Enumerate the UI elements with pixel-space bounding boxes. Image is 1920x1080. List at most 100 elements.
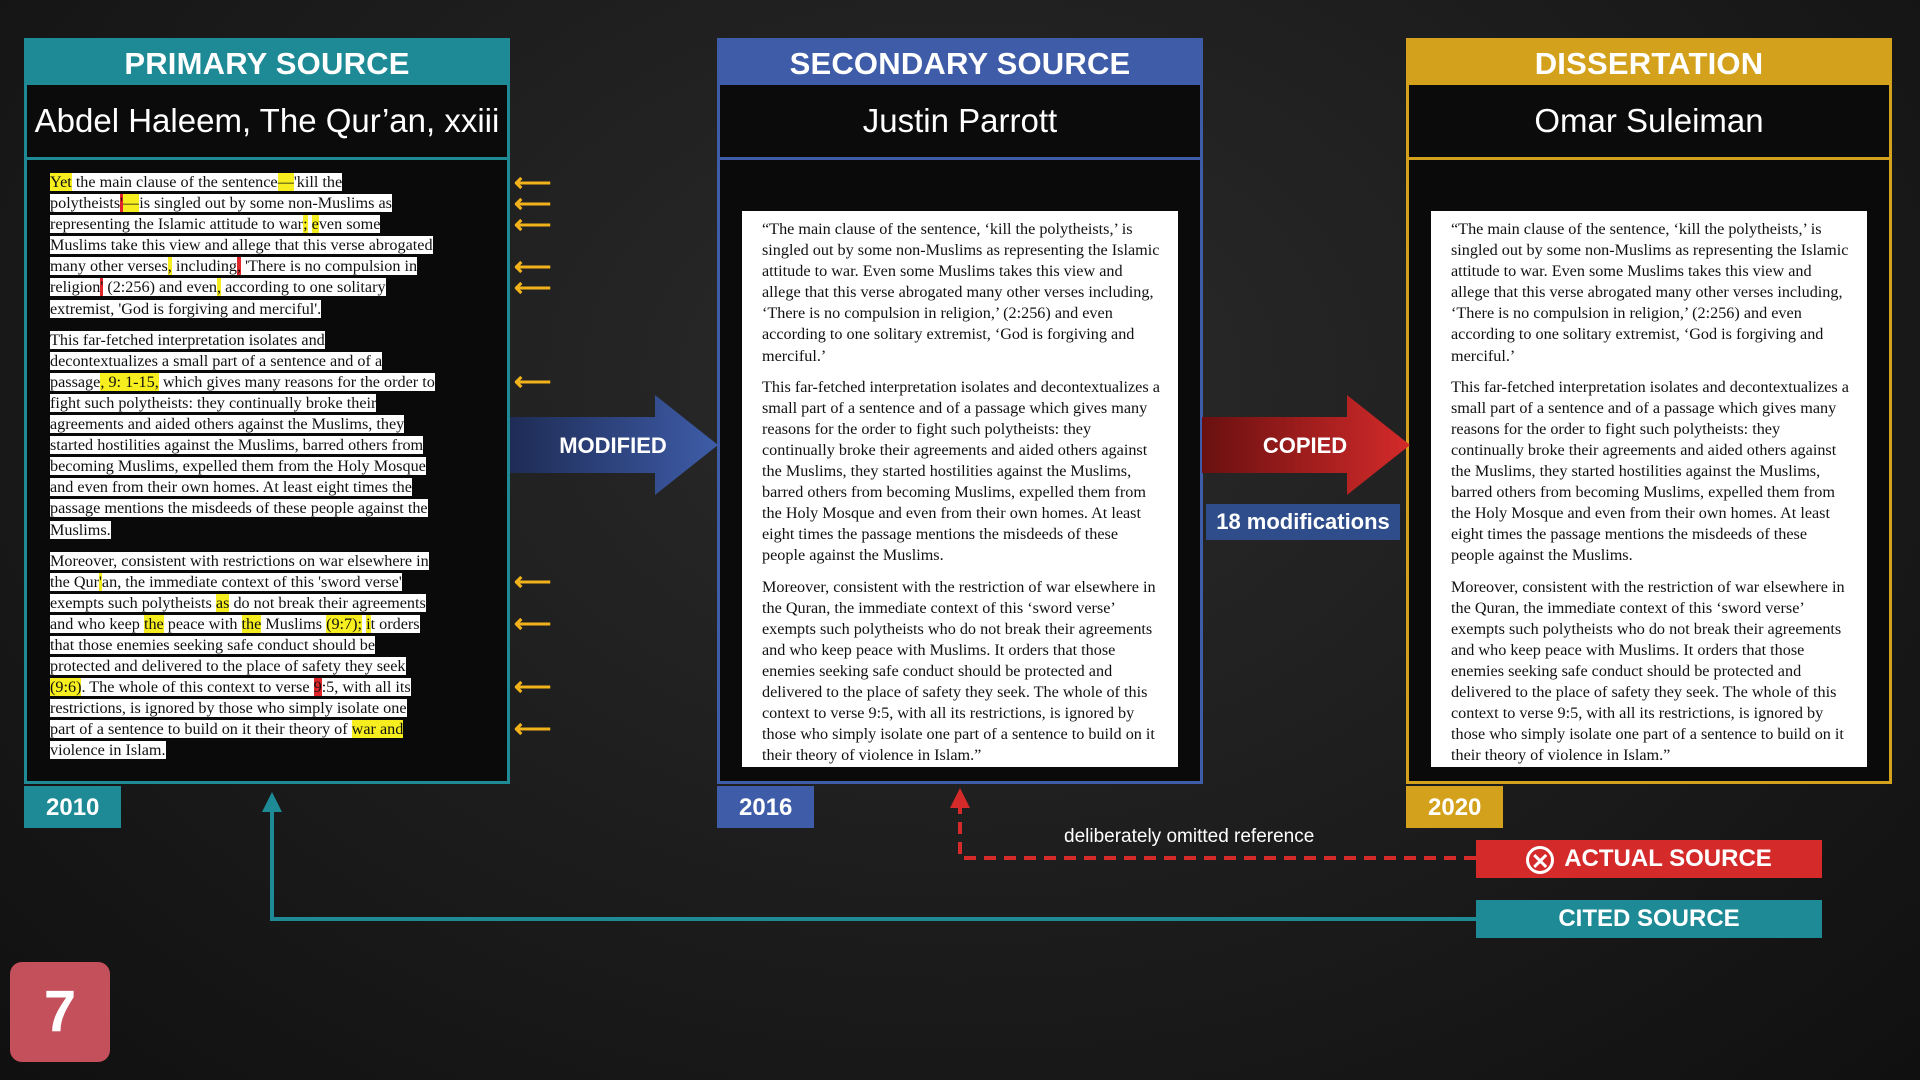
change-marker-arrow-icon: ⟵ [514, 209, 552, 239]
text-line: Moreover, consistent with restrictions o… [50, 551, 490, 572]
copied-label: COPIED [1262, 433, 1348, 458]
text-segment: . The whole of this context to verse [81, 678, 314, 697]
primary-source-text: Yet the main clause of the sentence—'kil… [50, 172, 490, 772]
change-marker-arrow-icon: ⟵ [514, 188, 552, 218]
text-line: passage, 9: 1-15, which gives many reaso… [50, 372, 490, 393]
highlighted-change: the [241, 614, 262, 633]
text-segment: passage mentions the misdeeds of these p… [50, 499, 428, 518]
text-segment: Moreover, consistent with restrictions o… [50, 551, 429, 570]
paragraph: Moreover, consistent with restrictions o… [50, 551, 490, 762]
secondary-source-header: SECONDARY SOURCE [720, 41, 1200, 85]
change-marker-arrow-icon: ⟵ [514, 713, 552, 743]
text-segment: exempts such polytheists [50, 593, 216, 612]
text-line: becoming Muslims, expelled them from the… [50, 456, 490, 477]
text-segment: an, the immediate context of this 'sword… [101, 572, 402, 591]
change-marker-arrow-icon: ⟵ [514, 671, 552, 701]
paragraph: This far-fetched interpretation isolates… [50, 330, 490, 541]
text-segment: passage [50, 372, 101, 391]
text-segment: extremist, 'God is forgiving and mercifu… [50, 299, 322, 318]
text-segment: part of a sentence to build on it their … [50, 720, 352, 739]
text-segment: polytheists [50, 194, 121, 213]
text-line: that those enemies seeking safe conduct … [50, 635, 490, 656]
text-line: exempts such polytheists as do not break… [50, 593, 490, 614]
highlighted-change: , 9: 1-15, [100, 372, 159, 391]
text-line: fight such polytheists: they continually… [50, 393, 490, 414]
text-segment: becoming Muslims, expelled them from the… [50, 457, 426, 476]
text-segment: which gives many reasons for the order t… [158, 372, 435, 391]
highlighted-change: as [215, 593, 230, 612]
slide-number-badge: 7 [10, 962, 110, 1062]
modified-arrow-icon [510, 395, 718, 495]
text-segment: including [171, 257, 238, 276]
primary-source-year: 2010 [24, 786, 122, 828]
change-marker-arrow-icon: ⟵ [514, 251, 552, 281]
paragraph: This far-fetched interpretation isolates… [1451, 377, 1849, 565]
text-line: the Qur'an, the immediate context of thi… [50, 572, 490, 593]
text-segment: decontextualizes a small part of a sente… [50, 351, 383, 370]
text-segment: protected and delivered to the place of … [50, 657, 406, 676]
text-segment: Muslims take this view and allege that t… [50, 236, 433, 255]
highlighted-change: the [143, 614, 164, 633]
change-marker-arrow-icon: ⟵ [514, 167, 552, 197]
text-line: Yet the main clause of the sentence—'kil… [50, 172, 490, 193]
cross-circle-icon: ✕ [1526, 845, 1555, 874]
dissertation-text: “The main clause of the sentence, ‘kill … [1431, 211, 1867, 767]
text-segment: Muslims. [50, 520, 111, 539]
text-line: Muslims. [50, 520, 490, 541]
text-line: started hostilities against the Muslims,… [50, 435, 490, 456]
text-segment: fight such polytheists: they continually… [50, 393, 377, 412]
text-line: (9:6). The whole of this context to vers… [50, 677, 490, 698]
text-line: Muslims take this view and allege that t… [50, 235, 490, 256]
highlighted-change: , [217, 278, 222, 297]
highlighted-change: e [311, 215, 319, 234]
change-marker-arrow-icon: ⟵ [514, 272, 552, 302]
text-line: and even from their own homes. At least … [50, 477, 490, 498]
copied-arrow-icon [1202, 395, 1410, 495]
highlighted-change: (9:7); [326, 614, 363, 633]
highlighted-change: — [277, 173, 294, 191]
text-line: restrictions, is ignored by those who si… [50, 698, 490, 719]
modified-label: MODIFIED [559, 433, 667, 458]
actual-source-legend: ✕ ACTUAL SOURCE [1476, 840, 1822, 878]
text-line: and who keep the peace with the Muslims … [50, 614, 490, 635]
highlighted-change: ; [303, 215, 308, 234]
highlighted-change: — [123, 194, 140, 213]
text-segment: according to one solitary [221, 278, 386, 297]
text-segment: that those enemies seeking safe conduct … [50, 635, 376, 654]
primary-source-author: Abdel Haleem, The Qur’an, xxiii [27, 85, 507, 160]
text-segment: restrictions, is ignored by those who si… [50, 699, 407, 718]
text-segment: many other verses [50, 257, 168, 276]
dissertation-author: Omar Suleiman [1409, 85, 1889, 160]
dissertation-header: DISSERTATION [1409, 41, 1889, 85]
text-line: extremist, 'God is forgiving and mercifu… [50, 299, 490, 320]
highlighted-change: , [237, 257, 242, 276]
text-segment: This far-fetched interpretation isolates… [50, 330, 325, 349]
text-line: This far-fetched interpretation isolates… [50, 330, 490, 351]
text-segment: started hostilities against the Muslims,… [50, 436, 424, 455]
highlighted-change: war and [351, 720, 404, 739]
paragraph: Yet the main clause of the sentence—'kil… [50, 172, 490, 320]
highlighted-change: , [167, 257, 172, 276]
highlighted-change: (9:6) [50, 678, 82, 697]
text-line: agreements and aided others against the … [50, 414, 490, 435]
text-segment: the Qur [50, 572, 99, 591]
text-line: part of a sentence to build on it their … [50, 719, 490, 740]
text-line: protected and delivered to the place of … [50, 656, 490, 677]
text-line: religion' (2:256) and even, according to… [50, 277, 490, 298]
secondary-source-text: “The main clause of the sentence, ‘kill … [742, 211, 1178, 767]
dissertation-year: 2020 [1406, 786, 1504, 828]
text-segment: peace with [163, 614, 242, 633]
change-marker-arrow-icon: ⟵ [514, 566, 552, 596]
text-line: violence in Islam. [50, 740, 490, 761]
text-segment: do not break their agreements [229, 593, 426, 612]
text-segment: religion [50, 278, 101, 297]
text-segment: is singled out by some non-Muslims as [139, 194, 392, 213]
secondary-source-author: Justin Parrott [720, 85, 1200, 160]
text-line: decontextualizes a small part of a sente… [50, 351, 490, 372]
paragraph: “The main clause of the sentence, ‘kill … [762, 220, 1160, 365]
text-line: representing the Islamic attitude to war… [50, 214, 490, 235]
actual-source-label: ACTUAL SOURCE [1564, 845, 1772, 872]
secondary-source-panel: SECONDARY SOURCE Justin Parrott “The mai… [717, 38, 1203, 784]
change-marker-arrow-icon: ⟵ [514, 608, 552, 638]
